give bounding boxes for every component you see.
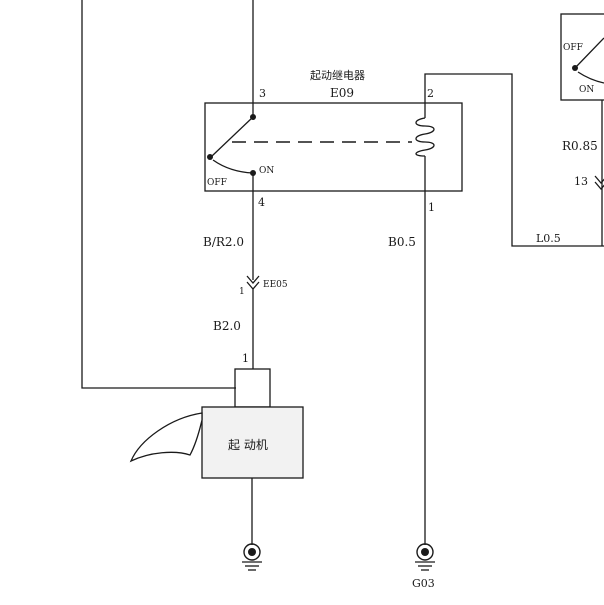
coil-winding: [415, 117, 435, 157]
relay-pin-2: 2: [427, 87, 434, 100]
left-feed-wire: [81, 0, 236, 389]
relay-title: 起动继电器: [310, 69, 365, 82]
connector-ee05-chevron: [246, 275, 260, 284]
relay-pin-1: 1: [428, 201, 435, 214]
switch-off-contact: [207, 154, 213, 160]
connector-ee05-label: EE05: [263, 280, 288, 290]
right-connector-chevron: [594, 175, 604, 184]
starter-ground-icon: [242, 543, 262, 571]
relay-pin-3: 3: [259, 87, 266, 100]
starter-terminal: [234, 368, 271, 408]
switch-on-label: ON: [259, 166, 274, 176]
starter-pin-label: 1: [242, 352, 249, 365]
wire-label-b05: B0.5: [388, 235, 416, 249]
wire-label-l05: L0.5: [536, 232, 561, 245]
switch-arm: [211, 116, 254, 157]
connector-ee05-pin: 1: [239, 287, 245, 297]
right-switch-off-label: OFF: [563, 43, 583, 53]
right-switch-box: [560, 13, 604, 101]
relay-code: E09: [330, 86, 354, 100]
wire-label-br20: B/R2.0: [203, 235, 244, 249]
switch-on-arc: [212, 159, 254, 174]
relay-pin2-wire: [424, 73, 604, 247]
relay-pin-4: 4: [258, 196, 265, 209]
starter-body: [201, 406, 304, 479]
right-switch-on-label: ON: [579, 85, 594, 95]
wire-label-r085: R0.85: [562, 139, 598, 153]
starter-pinion: [129, 412, 203, 463]
wire-label-b20: B2.0: [213, 319, 241, 333]
starter-label: 起 动机: [228, 438, 268, 452]
right-connector-chevron-2: [594, 181, 604, 190]
coil-ground-icon: [415, 543, 435, 571]
relay-box: [204, 102, 463, 192]
ground-g03-label: G03: [412, 577, 435, 590]
switch-off-label: OFF: [207, 178, 227, 188]
right-switch-on-arc: [577, 71, 604, 84]
right-switch-pin: 13: [574, 175, 588, 188]
right-switch-arm: [574, 37, 604, 69]
